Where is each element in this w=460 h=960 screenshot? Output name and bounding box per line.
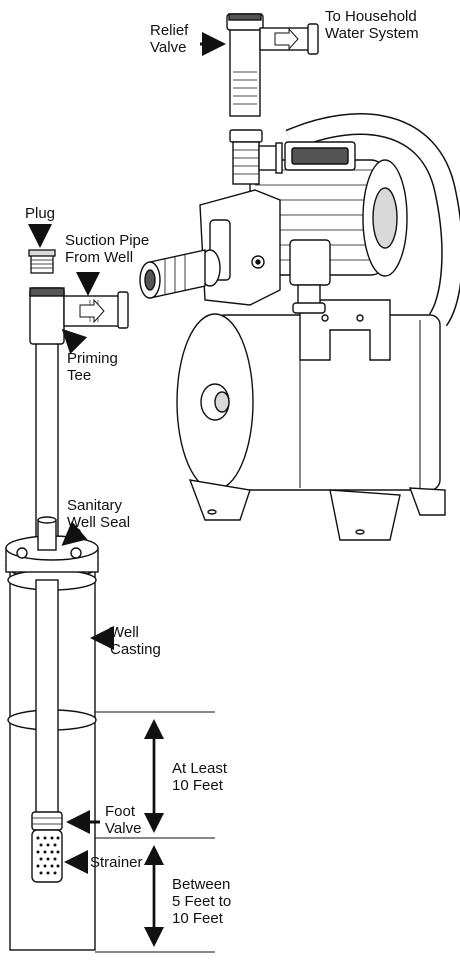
suction-pipe-label: Suction Pipe From Well [65,232,149,266]
relief-valve-tee [226,13,319,117]
pump-motor [249,141,408,277]
at-least-label: At Least 10 Feet [172,760,227,794]
well-casting-label-line2: Casting [110,641,161,658]
well-casting-label-line1: Well [110,624,139,641]
between-label-line1: Between [172,876,231,893]
suction-inlet [139,249,221,299]
between-label-line2: 5 Feet to [172,893,232,910]
plug-label: Plug [25,205,56,222]
relief-valve-label-line2: Valve [150,39,187,56]
foot-valve-label: Foot Valve [105,803,141,837]
pump-assembly [139,113,460,541]
between-label: Between 5 Feet to 10 Feet [172,876,231,927]
pressure-switch [289,239,331,314]
sanitary-well-seal-label-line2: Well Seal [67,514,131,531]
suction-pipe-label-line2: From Well [65,249,134,266]
plug [28,249,56,274]
dimension-lines [95,711,215,953]
flow-arrow-suction [79,298,105,324]
relief-valve-label: Relief Valve [150,22,188,56]
priming-tee [29,287,129,571]
well [5,516,99,951]
callout-arrows [28,32,226,874]
priming-tee-label-line2: Tee [67,367,92,384]
relief-valve-label-line1: Relief [150,22,189,39]
priming-tee-label-line1: Priming [67,350,118,367]
between-label-line3: 10 Feet [172,910,223,927]
tank-feet [188,479,446,541]
suction-pipe-label-line1: Suction Pipe [65,232,150,249]
sanitary-well-seal-label-line1: Sanitary [67,497,123,514]
at-least-label-line2: 10 Feet [172,777,223,794]
household-water-label: To Household Water System [325,8,419,42]
flow-arrow-household [274,27,299,51]
pump-housing [199,189,281,306]
household-water-label-line1: To Household [325,8,417,25]
foot-valve-label-line1: Foot [105,803,136,820]
strainer-label: Strainer [90,854,143,871]
foot-valve-label-line2: Valve [105,820,142,837]
sanitary-well-seal-label: Sanitary Well Seal [67,497,130,531]
at-least-label-line1: At Least [172,760,228,777]
well-casting-label: Well Casting [110,624,161,658]
strainer-holes [36,836,60,875]
household-water-label-line2: Water System [325,25,419,42]
priming-tee-label: Priming Tee [67,350,118,384]
